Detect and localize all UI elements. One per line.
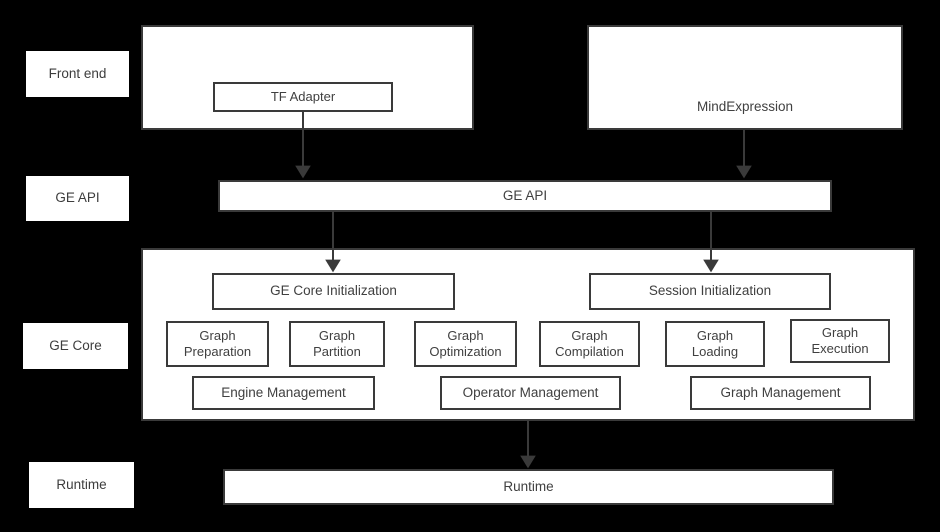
- graph-compilation-label: Graph Compilation: [555, 327, 624, 359]
- stage-label-front-end-text: Front end: [48, 65, 107, 81]
- stage-label-ge-core-text: GE Core: [49, 337, 102, 353]
- operator-management-label: Operator Management: [462, 384, 599, 400]
- graph-execution-label: Graph Execution: [811, 324, 869, 356]
- graph-partition-box[interactable]: Graph Partition: [289, 321, 385, 367]
- engine-management-box[interactable]: Engine Management: [192, 376, 375, 410]
- ge-core-initialization-label: GE Core Initialization: [270, 283, 397, 299]
- mindexpression-container: MindExpression: [587, 25, 903, 130]
- ge-core-initialization-box[interactable]: GE Core Initialization: [212, 273, 455, 310]
- graph-preparation-box[interactable]: Graph Preparation: [166, 321, 269, 367]
- graph-optimization-label: Graph Optimization: [429, 327, 502, 359]
- stage-label-ge-api-text: GE API: [55, 190, 100, 206]
- tf-adapter-box[interactable]: TF Adapter: [213, 82, 393, 112]
- graph-execution-box[interactable]: Graph Execution: [790, 319, 890, 363]
- operator-management-box[interactable]: Operator Management: [440, 376, 621, 410]
- stage-label-ge-core: GE Core: [23, 323, 128, 369]
- session-initialization-label: Session Initialization: [648, 283, 772, 299]
- graph-partition-label: Graph Partition: [313, 327, 361, 359]
- stage-label-runtime: Runtime: [29, 462, 134, 508]
- runtime-bar[interactable]: Runtime: [223, 469, 834, 505]
- stage-label-front-end: Front end: [26, 51, 129, 97]
- graph-management-label: Graph Management: [720, 384, 841, 400]
- graph-loading-box[interactable]: Graph Loading: [665, 321, 765, 367]
- ge-api-bar-label: GE API: [502, 187, 548, 203]
- stage-label-ge-api: GE API: [26, 176, 129, 221]
- mindexpression-title: MindExpression: [696, 99, 794, 114]
- stage-label-runtime-text: Runtime: [56, 476, 107, 492]
- graph-optimization-box[interactable]: Graph Optimization: [414, 321, 517, 367]
- runtime-bar-label: Runtime: [503, 478, 554, 494]
- graph-preparation-label: Graph Preparation: [183, 327, 252, 359]
- engine-management-label: Engine Management: [221, 384, 346, 400]
- graph-management-box[interactable]: Graph Management: [690, 376, 871, 410]
- tensorflow-container: Tensorflow: [141, 25, 474, 130]
- graph-compilation-box[interactable]: Graph Compilation: [539, 321, 640, 367]
- session-initialization-box[interactable]: Session Initialization: [589, 273, 831, 310]
- tf-adapter-label: TF Adapter: [270, 88, 336, 104]
- graph-loading-label: Graph Loading: [691, 327, 739, 359]
- ge-api-bar[interactable]: GE API: [218, 180, 832, 212]
